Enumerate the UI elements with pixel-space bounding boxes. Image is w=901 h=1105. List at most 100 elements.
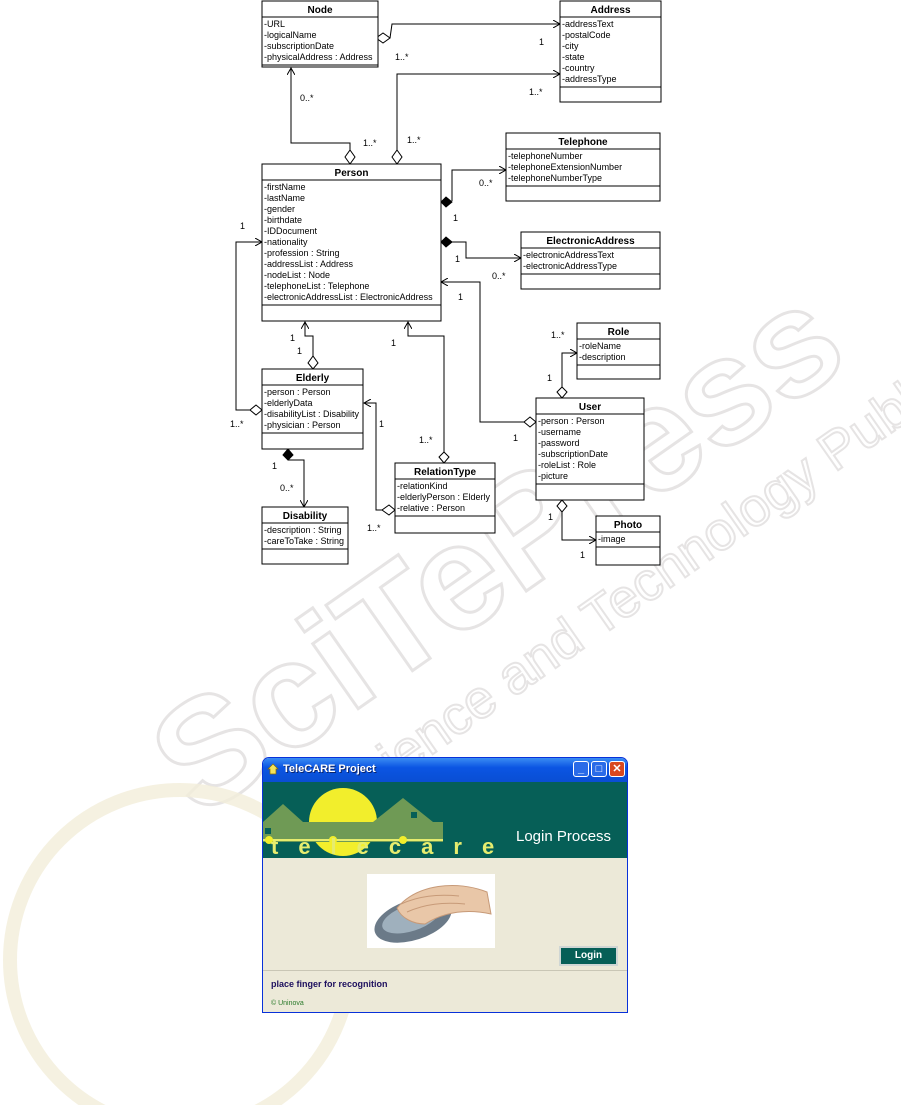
- node-attribute: -URL: [264, 19, 285, 29]
- electronic-attribute: -electronicAddressType: [523, 261, 617, 271]
- electronic-attribute: -electronicAddressText: [523, 250, 615, 260]
- mult-elderly-self-1: 1: [240, 221, 245, 231]
- user-attribute: -subscriptionDate: [538, 449, 608, 459]
- mult-role-many: 1..*: [551, 330, 565, 340]
- disability-class-name: Disability: [283, 511, 328, 522]
- role-box: [576, 322, 661, 380]
- mult-user-1: 1: [513, 433, 518, 443]
- mult-ea-0: 0..*: [492, 271, 506, 281]
- person-class-name: Person: [335, 168, 369, 179]
- mult-role-1: 1: [547, 373, 552, 383]
- mult-ea-1: 1: [455, 254, 460, 264]
- user-class-name: User: [579, 402, 601, 413]
- assoc-elderly-person-self: [235, 242, 262, 411]
- diamond-person-node: [344, 149, 356, 165]
- node-class-name: Node: [308, 5, 333, 16]
- user-attribute: -username: [538, 427, 581, 437]
- user-attribute: -person : Person: [538, 416, 605, 426]
- class-address: Address-addressText-postalCode-city-stat…: [559, 0, 662, 103]
- diamond-user-photo: [556, 499, 568, 513]
- elderly-attribute: -elderlyData: [264, 398, 313, 408]
- elderly-attribute: -disabilityList : Disability: [264, 409, 360, 419]
- close-button[interactable]: ✕: [609, 761, 625, 777]
- header-banner: telecare Login Process: [263, 782, 627, 859]
- minimize-button[interactable]: _: [573, 761, 589, 777]
- logo-text: telecare: [271, 834, 515, 859]
- person-box: [261, 163, 442, 322]
- person-attribute: -electronicAddressList : ElectronicAddre…: [264, 292, 433, 302]
- elderly-attribute: -person : Person: [264, 387, 331, 397]
- assoc-user-role: [561, 353, 577, 387]
- diamond-person-telephone: [440, 196, 453, 208]
- class-electronic: ElectronicAddress-electronicAddressText-…: [520, 231, 661, 290]
- uml-class-diagram: 1 1..* 1..* 0..* 1..* 1..* 0..* 1 1 0..*…: [230, 0, 662, 566]
- node-attribute: -subscriptionDate: [264, 41, 334, 51]
- banner-title: Login Process: [516, 828, 612, 845]
- address-attribute: -addressType: [562, 74, 617, 84]
- diamond-node-address: [375, 32, 391, 44]
- relation-class-name: RelationType: [414, 467, 476, 478]
- associations: [235, 24, 596, 540]
- mult-tel-1: 1: [453, 213, 458, 223]
- node-attribute: -logicalName: [264, 30, 317, 40]
- elderly-box: [261, 368, 364, 450]
- login-button[interactable]: Login: [559, 946, 618, 966]
- mult-photo-1a: 1: [548, 512, 553, 522]
- role-attribute: -description: [579, 352, 626, 362]
- multiplicity-labels: 1 1..* 1..* 0..* 1..* 1..* 0..* 1 1 0..*…: [230, 37, 585, 560]
- elderly-class-name: Elderly: [296, 373, 330, 384]
- window-title: TeleCARE Project: [283, 763, 376, 775]
- user-attribute: -password: [538, 438, 580, 448]
- maximize-icon: □: [595, 763, 603, 775]
- class-person: Person-firstName-lastName-gender-birthda…: [261, 163, 442, 322]
- status-message: place finger for recognition: [271, 979, 388, 989]
- node-box: [261, 0, 379, 68]
- photo-attribute: -image: [598, 534, 626, 544]
- maximize-button[interactable]: □: [591, 761, 607, 777]
- user-box: [535, 397, 645, 501]
- telephone-attribute: -telephoneExtensionNumber: [508, 162, 622, 172]
- diamond-elderly-person: [307, 355, 319, 370]
- mult-node-addr-many: 1..*: [395, 52, 409, 62]
- mult-person-node-many: 1..*: [363, 138, 377, 148]
- mult-relation-elderly-1: 1: [379, 419, 384, 429]
- diamond-person-address: [391, 149, 403, 165]
- mult-person-addr-many: 1..*: [529, 87, 543, 97]
- role-class-name: Role: [608, 327, 630, 338]
- address-class-name: Address: [590, 5, 630, 16]
- assoc-person-electronic: [452, 241, 521, 258]
- class-relation: RelationType -relationKind-elderlyPerson …: [394, 462, 496, 534]
- disability-attribute: -careToTake : String: [264, 536, 344, 546]
- class-photo: Photo-image: [595, 515, 661, 566]
- telephone-box: [505, 132, 661, 202]
- mult-elderly-self-many: 1..*: [230, 419, 244, 429]
- mult-node-person-0: 0..*: [300, 93, 314, 103]
- divider: [263, 970, 627, 971]
- telecare-window: TeleCARE Project _ □ ✕ telecare Login Pr…: [262, 757, 628, 1013]
- user-attribute: -roleList : Role: [538, 460, 596, 470]
- mult-photo-1b: 1: [580, 550, 585, 560]
- assoc-node-address: [389, 24, 560, 39]
- relation-attribute: -elderlyPerson : Elderly: [397, 492, 491, 502]
- assoc-elderly-person: [305, 322, 314, 356]
- address-box: [559, 0, 662, 103]
- mult-relation-many: 1..*: [419, 435, 433, 445]
- app-icon: [267, 763, 279, 775]
- person-attribute: -nationality: [264, 237, 308, 247]
- mult-elderly-person-1b: 1: [297, 346, 302, 356]
- person-attribute: -addressList : Address: [264, 259, 354, 269]
- person-attribute: -IDDocument: [264, 226, 318, 236]
- diamond-relation-person: [438, 451, 450, 464]
- mult-dis-1: 1: [272, 461, 277, 471]
- telephone-class-name: Telephone: [558, 137, 608, 148]
- diamond-person-electronic: [440, 236, 453, 248]
- electronic-box: [520, 231, 661, 290]
- relation-attribute: -relationKind: [397, 481, 448, 491]
- class-node: Node-URL-logicalName-subscriptionDate-ph…: [261, 0, 379, 68]
- assoc-user-photo: [561, 512, 596, 540]
- title-bar[interactable]: TeleCARE Project _ □ ✕: [263, 758, 627, 782]
- mult-relation-elderly-many: 1..*: [367, 523, 381, 533]
- assoc-relation-person: [408, 322, 445, 452]
- assoc-relation-elderly: [364, 403, 382, 511]
- mult-node-addr-1: 1: [539, 37, 544, 47]
